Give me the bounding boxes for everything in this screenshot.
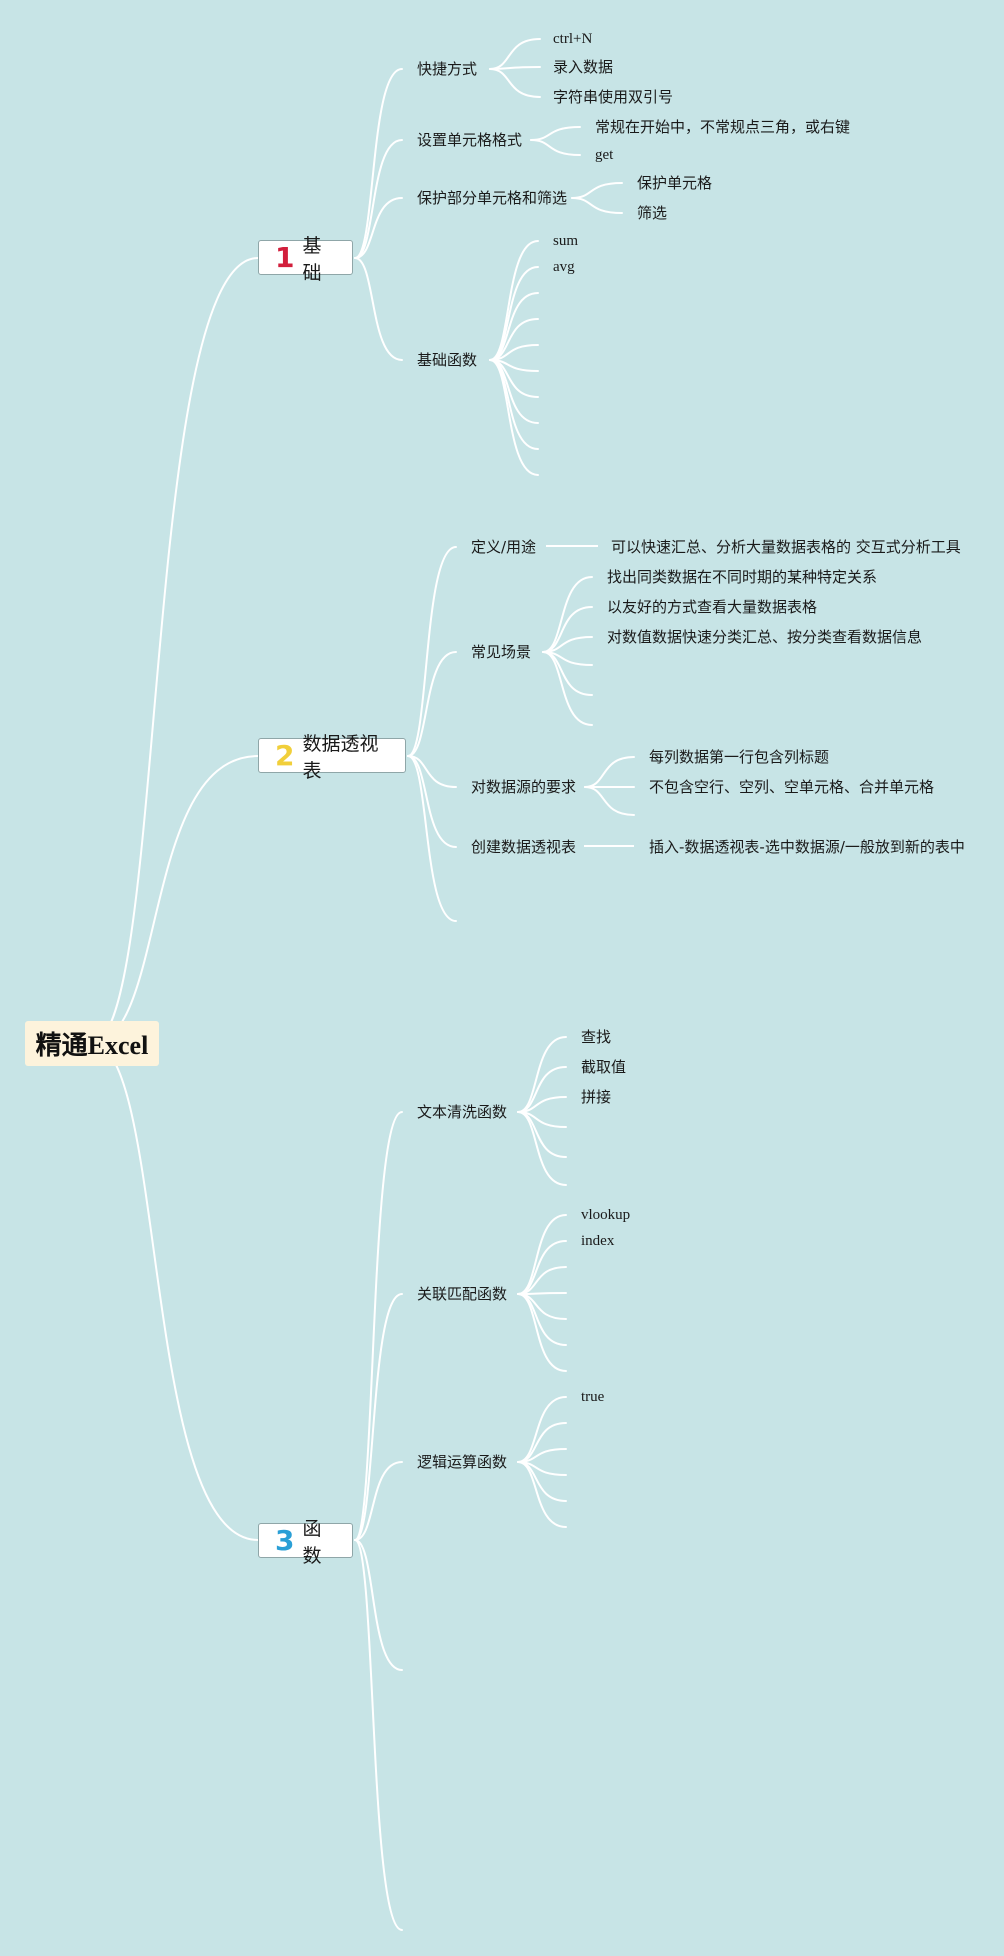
- topic-create-pivot[interactable]: 创建数据透视表: [471, 838, 577, 856]
- branch-connector: [407, 755, 457, 788]
- topic-shortcuts[interactable]: 快捷方式: [417, 60, 478, 78]
- leaf-item[interactable]: 保护单元格: [637, 174, 713, 192]
- connector-line: [584, 845, 634, 847]
- branch-connector: [354, 1461, 403, 1541]
- branch-connector: [354, 1539, 403, 1671]
- leaf-item[interactable]: 可以快速汇总、分析大量数据表格的 交互式分析工具: [611, 538, 961, 556]
- leaf-connector: [530, 126, 581, 141]
- leaf-connector: [517, 1214, 567, 1295]
- leaf-item[interactable]: 常规在开始中，不常规点三角，或右键: [595, 118, 851, 136]
- connector-line: [546, 545, 598, 547]
- leaf-connector: [542, 651, 593, 726]
- leaf-item[interactable]: index: [581, 1233, 615, 1249]
- leaf-item[interactable]: 找出同类数据在不同时期的某种特定关系: [607, 568, 878, 586]
- branch-label: 基础: [302, 234, 322, 284]
- topic-definition[interactable]: 定义/用途: [471, 538, 537, 556]
- leaf-connector: [517, 1111, 567, 1186]
- leaf-item[interactable]: ctrl+N: [553, 31, 593, 47]
- root-node[interactable]: 精通Excel: [25, 1021, 159, 1066]
- leaf-connector: [517, 1461, 567, 1528]
- topic-text-cleaning[interactable]: 文本清洗函数: [417, 1103, 508, 1121]
- topic-basic-functions[interactable]: 基础函数: [417, 351, 478, 369]
- topic-logic-ops[interactable]: 逻辑运算函数: [417, 1453, 508, 1471]
- leaf-connector: [517, 1293, 567, 1372]
- leaf-connector: [571, 197, 623, 214]
- leaf-connector: [489, 359, 539, 424]
- leaf-item[interactable]: vlookup: [581, 1207, 631, 1223]
- leaf-item[interactable]: 筛选: [637, 204, 668, 222]
- leaf-item[interactable]: get: [595, 147, 614, 163]
- root-connector: [91, 1042, 259, 1541]
- leaf-item[interactable]: 录入数据: [553, 58, 614, 76]
- leaf-item[interactable]: 插入-数据透视表-选中数据源/一般放到新的表中: [649, 838, 965, 856]
- leaf-connector: [542, 606, 593, 653]
- branch-number: 3: [275, 1523, 295, 1557]
- branch-connector: [407, 755, 457, 922]
- leaf-connector: [489, 240, 539, 361]
- leaf-connector: [542, 651, 593, 696]
- leaf-connector: [489, 38, 541, 70]
- branch-node-basics[interactable]: 1 基础: [258, 235, 353, 284]
- branch-connector: [354, 197, 403, 259]
- leaf-connector: [517, 1292, 567, 1295]
- leaf-item[interactable]: avg: [553, 259, 575, 275]
- branch-node-functions[interactable]: 3 函数: [258, 1518, 353, 1567]
- leaf-connector: [530, 139, 581, 156]
- leaf-connector: [517, 1461, 567, 1502]
- leaf-connector: [489, 359, 539, 476]
- leaf-item[interactable]: 拼接: [581, 1088, 612, 1106]
- branch-label: 函数: [302, 1517, 322, 1567]
- branch-connector: [354, 1293, 403, 1541]
- branch-connector: [354, 1111, 403, 1541]
- root-connector: [91, 257, 259, 1044]
- branch-node-pivot[interactable]: 2 数据透视表: [258, 733, 406, 782]
- branch-number: 1: [275, 240, 295, 274]
- topic-lookup-match[interactable]: 关联匹配函数: [417, 1285, 508, 1303]
- branch-connector: [354, 1539, 403, 1931]
- topic-protect-filter[interactable]: 保护部分单元格和筛选: [417, 189, 568, 207]
- leaf-item[interactable]: sum: [553, 233, 579, 249]
- leaf-connector: [517, 1111, 567, 1158]
- leaf-item[interactable]: 对数值数据快速分类汇总、按分类查看数据信息: [607, 628, 923, 646]
- leaf-connector: [489, 68, 541, 98]
- root-label: 精通Excel: [35, 1031, 149, 1060]
- leaf-connector: [517, 1036, 567, 1113]
- leaf-connector: [584, 756, 635, 788]
- root-connector: [91, 755, 259, 1044]
- leaf-connector: [517, 1422, 567, 1463]
- topic-source-requirements[interactable]: 对数据源的要求: [471, 778, 577, 796]
- leaf-item[interactable]: 以友好的方式查看大量数据表格: [607, 598, 818, 616]
- branch-label: 数据透视表: [302, 732, 379, 782]
- leaf-connector: [571, 182, 623, 199]
- leaf-item[interactable]: 截取值: [581, 1058, 627, 1076]
- leaf-item[interactable]: 查找: [581, 1028, 612, 1046]
- branch-connector: [407, 755, 457, 848]
- branch-connector: [354, 68, 403, 259]
- leaf-connector: [542, 576, 593, 653]
- branch-connector: [407, 651, 457, 757]
- leaf-item[interactable]: 字符串使用双引号: [553, 88, 674, 106]
- branch-connector: [354, 139, 403, 259]
- leaf-connector: [489, 292, 539, 361]
- branch-connector: [354, 257, 403, 361]
- topic-scenarios[interactable]: 常见场景: [471, 643, 532, 661]
- branch-number: 2: [275, 738, 295, 772]
- leaf-item[interactable]: 不包含空行、空列、空单元格、合并单元格: [649, 778, 935, 796]
- leaf-item[interactable]: 每列数据第一行包含列标题: [649, 748, 830, 766]
- leaf-connector: [584, 786, 635, 816]
- leaf-connector: [517, 1066, 567, 1113]
- topic-cell-format[interactable]: 设置单元格格式: [417, 131, 523, 149]
- branch-connector: [407, 546, 457, 757]
- leaf-item[interactable]: true: [581, 1389, 605, 1405]
